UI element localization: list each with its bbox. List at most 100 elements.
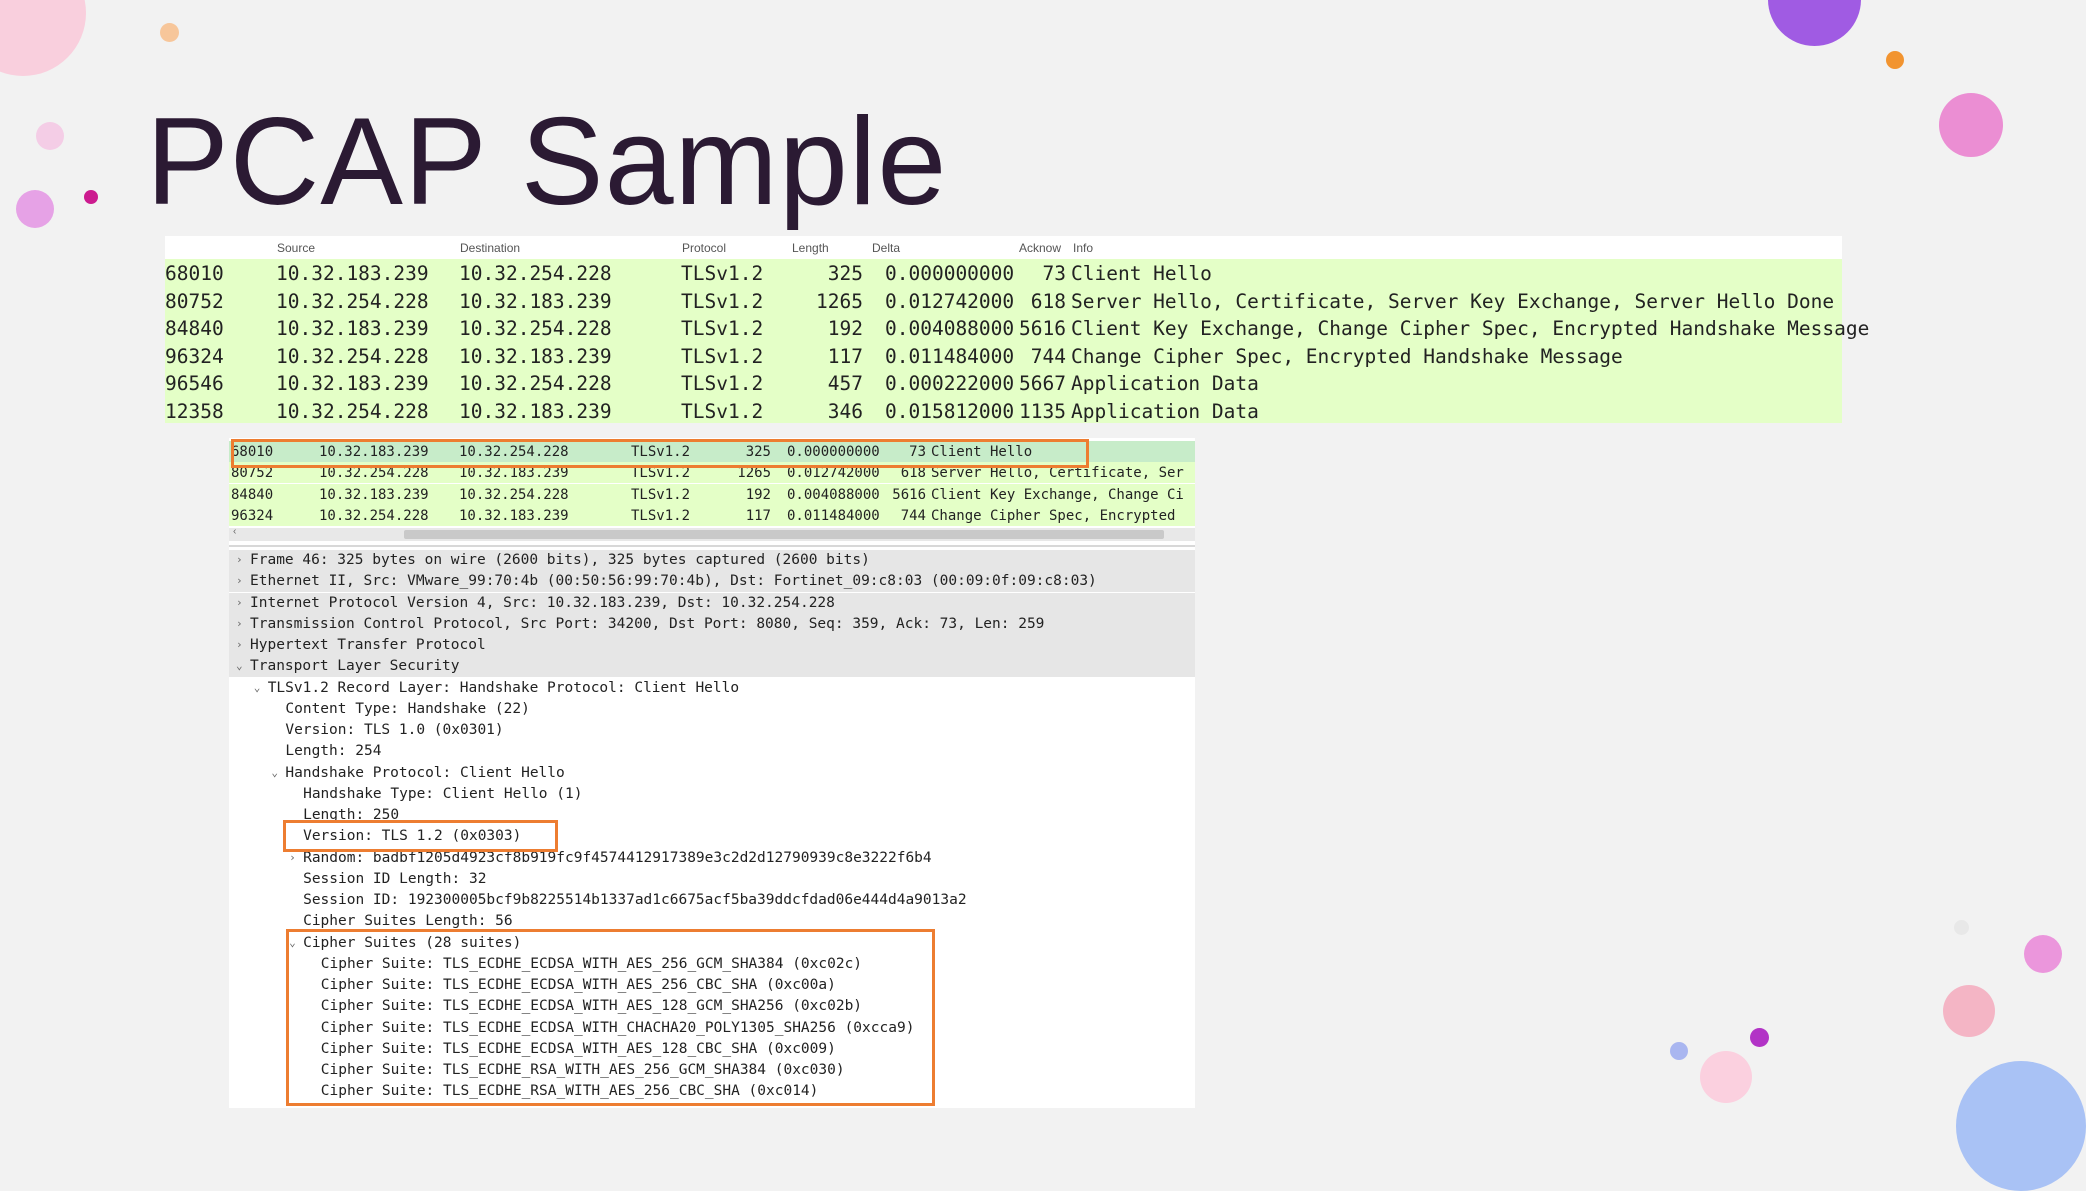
detail-tree-item[interactable]: Length: 254	[229, 741, 1195, 762]
packet-cell-len: 192	[827, 317, 863, 340]
packet-cell-ack: 5616	[892, 486, 926, 503]
packet-cell-no: 68010	[165, 262, 224, 285]
detail-tree-item[interactable]: Version: TLS 1.0 (0x0301)	[229, 720, 1195, 741]
collapsed-chevron-icon[interactable]: ›	[236, 638, 243, 651]
expanded-chevron-icon[interactable]: ⌄	[236, 659, 243, 673]
detail-tree-item[interactable]: › Ethernet II, Src: VMware_99:70:4b (00:5…	[229, 571, 1195, 593]
column-header[interactable]: Length	[792, 241, 829, 255]
decorative-dot	[1670, 1042, 1688, 1060]
detail-tree-label: Length: 254	[285, 743, 382, 760]
packet-cell-dst: 10.32.183.239	[459, 507, 569, 524]
packet-cell-ack: 5616	[1019, 317, 1066, 340]
detail-tree-label: Handshake Type: Client Hello (1)	[303, 785, 583, 802]
decorative-dot	[160, 23, 179, 42]
packet-cell-proto: TLSv1.2	[681, 372, 764, 395]
detail-tree-item[interactable]: ›Transmission Control Protocol, Src Port…	[229, 613, 1195, 635]
detail-tree-label: Cipher Suite: TLS_ECDHE_ECDSA_WITH_AES_2…	[320, 955, 863, 972]
packet-cell-len: 192	[745, 486, 771, 503]
detail-tree-item[interactable]: Session ID Length: 32	[229, 869, 1195, 890]
detail-tree-item[interactable]: ⌄Transport Layer Security	[229, 656, 1195, 678]
packet-cell-len: 325	[827, 262, 863, 285]
packet-cell-info: Client Key Exchange, Change Cipher Spec,…	[1071, 317, 1870, 340]
collapsed-chevron-icon[interactable]: ›	[289, 850, 296, 864]
horizontal-scrollbar[interactable]: ‹	[229, 526, 1195, 541]
packet-cell-len: 1265	[816, 289, 863, 313]
decorative-dot	[84, 190, 98, 204]
expanded-chevron-icon[interactable]: ⌄	[271, 765, 279, 779]
packet-cell-dst: 10.32.183.239	[459, 399, 612, 423]
collapsed-chevron-icon[interactable]: ›	[236, 616, 243, 630]
column-header[interactable]: Acknow	[1019, 241, 1062, 255]
detail-tree-label: Content Type: Handshake (22)	[285, 700, 530, 717]
packet-cell-info: Change Cipher Spec, Encrypted Handshake …	[1071, 344, 1623, 368]
detail-tree-item[interactable]: ⌄ TLSv1.2 Record Layer: Handshake Protoco…	[229, 678, 1195, 699]
packet-cell-len: 117	[745, 507, 771, 524]
packet-cell-src: 10.32.183.239	[319, 486, 429, 503]
column-header[interactable]: Info	[1073, 241, 1094, 255]
column-header[interactable]: Protocol	[682, 241, 727, 255]
column-header[interactable]: Delta	[872, 241, 901, 255]
detail-tree-label: Cipher Suites Length: 56	[303, 913, 513, 930]
expanded-chevron-icon[interactable]: ⌄	[289, 935, 296, 949]
detail-tree-item[interactable]: Cipher Suite: TLS_ECDHE_ECDSA_WITH_CHACH…	[229, 1018, 1195, 1039]
pane-divider[interactable]	[229, 545, 1195, 547]
detail-tree-item[interactable]: ›Hypertext Transfer Protocol	[229, 635, 1195, 656]
detail-tree-item[interactable]: › Random: badbf1205d4923cf8b919fc9f457441…	[229, 848, 1195, 869]
packet-cell-info: Client Hello	[931, 444, 1033, 460]
packet-cell-no: 80752	[165, 289, 224, 313]
detail-tree-item[interactable]: Cipher Suite: TLS_ECDHE_ECDSA_WITH_AES_2…	[229, 975, 1195, 996]
detail-tree-item[interactable]: Session ID: 192300005bcf9b8225514b1337ad…	[229, 890, 1195, 911]
detail-tree-label: Ethernet II, Src: VMware_99:70:4b (00:50…	[250, 573, 1097, 590]
packet-cell-proto: TLSv1.2	[681, 262, 764, 285]
scroll-left-icon[interactable]: ‹	[233, 526, 237, 537]
detail-tree-item[interactable]: Cipher Suite: TLS_ECDHE_ECDSA_WITH_AES_1…	[229, 996, 1195, 1017]
detail-tree-item[interactable]: Cipher Suite: TLS_ECDHE_ECDSA_WITH_AES_2…	[229, 954, 1195, 975]
column-header[interactable]: Source	[277, 241, 316, 255]
packet-cell-no: 68010	[231, 444, 274, 460]
collapsed-chevron-icon[interactable]: ›	[236, 574, 243, 588]
packet-cell-delta: 0.012742000	[787, 465, 880, 482]
packet-cell-proto: TLSv1.2	[681, 399, 764, 423]
detail-tree-item[interactable]: ⌄Cipher Suites (28 suites)	[229, 933, 1195, 954]
packet-cell-dst: 10.32.183.239	[459, 289, 612, 313]
detail-tree-item[interactable]: Cipher Suite: TLS_ECDHE_RSA_WITH_AES_256…	[229, 1060, 1195, 1081]
detail-tree-label: TLSv1.2 Record Layer: Handshake Protocol…	[267, 679, 740, 696]
packet-cell-proto: TLSv1.2	[631, 486, 691, 503]
packet-cell-no: 96324	[231, 507, 274, 524]
detail-tree-item[interactable]: Handshake Type: Client Hello (1)	[229, 784, 1195, 805]
detail-tree-item[interactable]: ›Frame 46: 325 bytes on wire (2600 bits)…	[229, 550, 1195, 571]
packet-cell-len: 325	[745, 444, 771, 460]
scrollbar-thumb[interactable]	[404, 530, 1164, 539]
detail-tree-item[interactable]: ⌄Handshake Protocol: Client Hello	[229, 763, 1195, 784]
detail-tree-item[interactable]: ›Internet Protocol Version 4, Src: 10.32…	[229, 592, 1195, 614]
packet-cell-dst: 10.32.254.228	[459, 262, 612, 285]
column-header[interactable]: Destination	[460, 241, 521, 255]
detail-tree-item[interactable]: Version: TLS 1.2 (0x0303)	[229, 826, 1195, 847]
detail-tree-item[interactable]: Cipher Suites Length: 56	[229, 911, 1195, 932]
packet-cell-delta: 0.015812000	[885, 399, 1015, 423]
collapsed-chevron-icon[interactable]: ›	[236, 595, 243, 609]
packet-cell-proto: TLSv1.2	[681, 344, 764, 368]
expanded-chevron-icon[interactable]: ⌄	[253, 680, 261, 694]
decorative-dot	[1939, 93, 2003, 157]
packet-cell-dst: 10.32.254.228	[459, 372, 612, 395]
detail-tree-item[interactable]: Cipher Suite: TLS_ECDHE_RSA_WITH_AES_256…	[229, 1081, 1195, 1102]
packet-cell-ack: 744	[900, 507, 926, 524]
collapsed-chevron-icon[interactable]: ›	[236, 553, 243, 566]
decorative-dot	[1700, 1051, 1752, 1103]
detail-tree-item[interactable]: Length: 250	[229, 805, 1195, 826]
detail-tree-label: Random: badbf1205d4923cf8b919fc9f4574412…	[303, 849, 932, 866]
packet-cell-src: 10.32.183.239	[276, 317, 429, 340]
detail-tree-item[interactable]: Content Type: Handshake (22)	[229, 699, 1195, 720]
detail-tree-item[interactable]: Cipher Suite: TLS_ECDHE_ECDSA_WITH_AES_1…	[229, 1039, 1195, 1060]
packet-list-header: Source Destination Protocol Length Delta…	[165, 236, 1842, 259]
